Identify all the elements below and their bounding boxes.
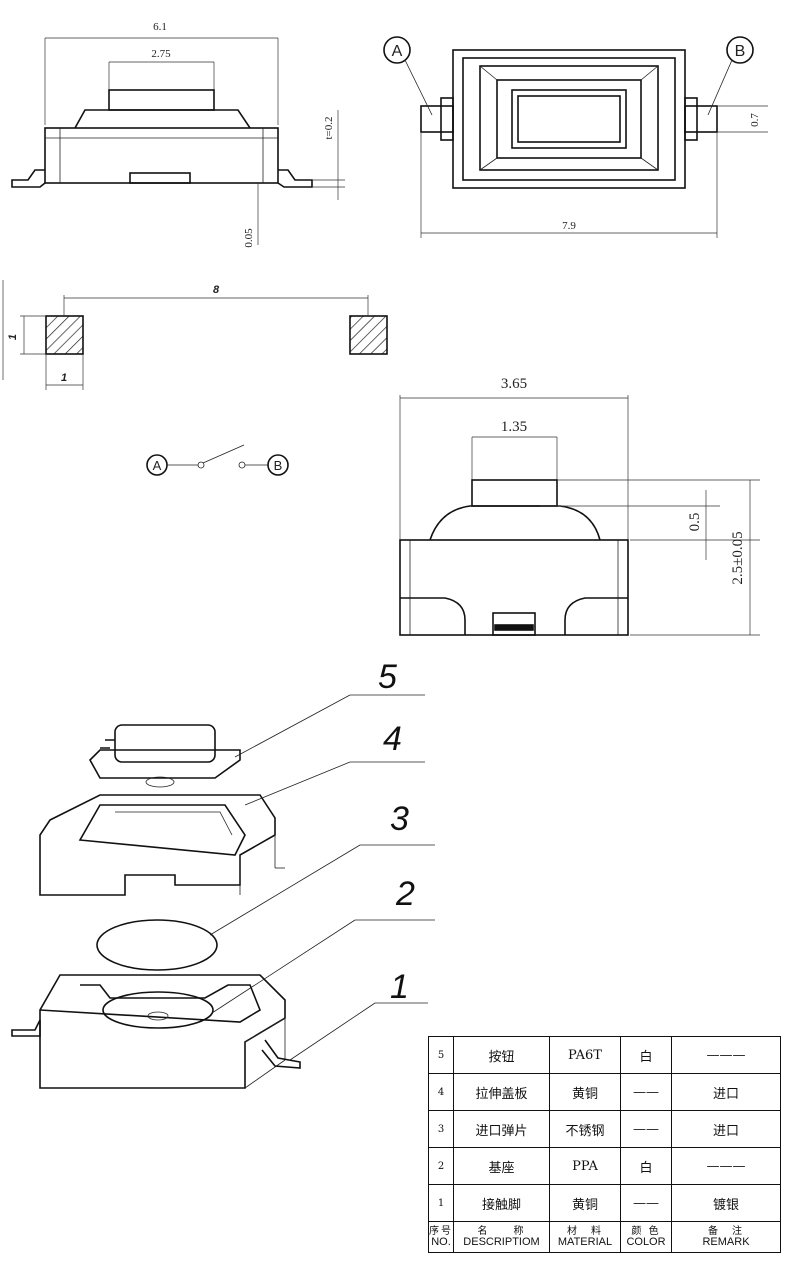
part-label-3: 3	[390, 800, 409, 838]
bom-cell-desc: 基座	[453, 1147, 550, 1185]
switch-schematic: A B	[146, 444, 289, 476]
dim-1-width: 1	[61, 372, 67, 384]
schematic-a: A	[153, 458, 162, 473]
bom-header-mat-en: MATERIAL	[557, 1236, 613, 1248]
part-3-dome	[96, 919, 218, 971]
front-view: 3.65 1.35 0.5 2.5±0.05	[399, 376, 760, 636]
part-label-4: 4	[383, 720, 402, 758]
pad-left	[45, 315, 84, 355]
part-4-cover	[39, 794, 285, 896]
bom-cell-remark: 进口	[671, 1110, 781, 1148]
side-view: 6.1 2.75 t=0.2 0.05	[11, 21, 345, 248]
top-view: A B 0.7 7.9	[383, 36, 768, 238]
bom-cell-color: ——	[620, 1110, 672, 1148]
dim-0-7: 0.7	[749, 113, 761, 127]
bom-header-col-cn: 颜 色	[631, 1226, 661, 1237]
terminal-b-label: B	[735, 43, 746, 60]
dim-7-9: 7.9	[562, 220, 576, 232]
dim-2-5: 2.5±0.05	[730, 531, 746, 584]
dim-2-75: 2.75	[151, 48, 171, 60]
bom-cell-color: ——	[620, 1184, 672, 1222]
part-label-5: 5	[378, 658, 397, 696]
bom-header-no-cn: 序号	[429, 1226, 453, 1237]
dim-8: 8	[213, 284, 220, 296]
terminal-b-marker	[726, 36, 754, 64]
pcb-footprint: 8 1 1	[2, 280, 388, 390]
part-label-2: 2	[395, 875, 415, 913]
bom-cell-remark: 镀银	[671, 1184, 781, 1222]
bom-cell-material: 不锈钢	[549, 1110, 621, 1148]
bom-cell-material: 黄铜	[549, 1184, 621, 1222]
part-2-base	[39, 974, 286, 1089]
dim-3-65: 3.65	[501, 376, 527, 392]
bom-header-no-en: NO.	[431, 1236, 451, 1248]
bom-cell-color: 白	[620, 1147, 672, 1185]
bom-cell-desc: 按钮	[453, 1036, 550, 1074]
bom-header-desc-cn: 名 称	[477, 1226, 526, 1237]
bom-cell-no: 2	[428, 1147, 454, 1185]
bom-cell-material: 黄铜	[549, 1073, 621, 1111]
bom-cell-remark: ———	[671, 1147, 781, 1185]
dim-6-1: 6.1	[153, 21, 167, 33]
pad-right	[349, 315, 388, 355]
bom-cell-desc: 接触脚	[453, 1184, 550, 1222]
dim-0-05: 0.05	[243, 228, 255, 248]
bom-cell-color: ——	[620, 1073, 672, 1111]
bom-cell-no: 4	[428, 1073, 454, 1111]
bom-header-rem-en: REMARK	[702, 1236, 750, 1248]
bom-cell-no: 3	[428, 1110, 454, 1148]
schematic-b: B	[274, 458, 283, 473]
part-1-terminals	[11, 1019, 301, 1069]
terminal-a-marker	[383, 36, 411, 64]
dim-1-35: 1.35	[501, 419, 527, 435]
bom-cell-desc: 进口弹片	[453, 1110, 550, 1148]
dim-0-5: 0.5	[687, 513, 703, 532]
dim-1-height: 1	[7, 334, 19, 340]
bom-header-desc-en: DESCRIPTIOM	[463, 1236, 540, 1248]
bom-cell-remark: ———	[671, 1036, 781, 1074]
bom-cell-desc: 拉伸盖板	[453, 1073, 550, 1111]
part-5-button	[89, 724, 241, 788]
bom-header-mat-cn: 材 料	[567, 1226, 603, 1237]
bom-cell-no: 1	[428, 1184, 454, 1222]
bom-cell-remark: 进口	[671, 1073, 781, 1111]
bom-cell-material: PPA	[549, 1147, 621, 1185]
bom-cell-material: PA6T	[549, 1036, 621, 1074]
terminal-a-label: A	[392, 43, 403, 60]
bom-cell-color: 白	[620, 1036, 672, 1074]
exploded-view: 5 4 3 2 1	[11, 658, 435, 1089]
bom-cell-no: 5	[428, 1036, 454, 1074]
bom-header-rem-cn: 备 注	[708, 1226, 744, 1237]
dim-t-0-2: t=0.2	[323, 116, 335, 139]
bom-header-col-en: COLOR	[626, 1236, 666, 1248]
part-label-1: 1	[390, 968, 409, 1006]
